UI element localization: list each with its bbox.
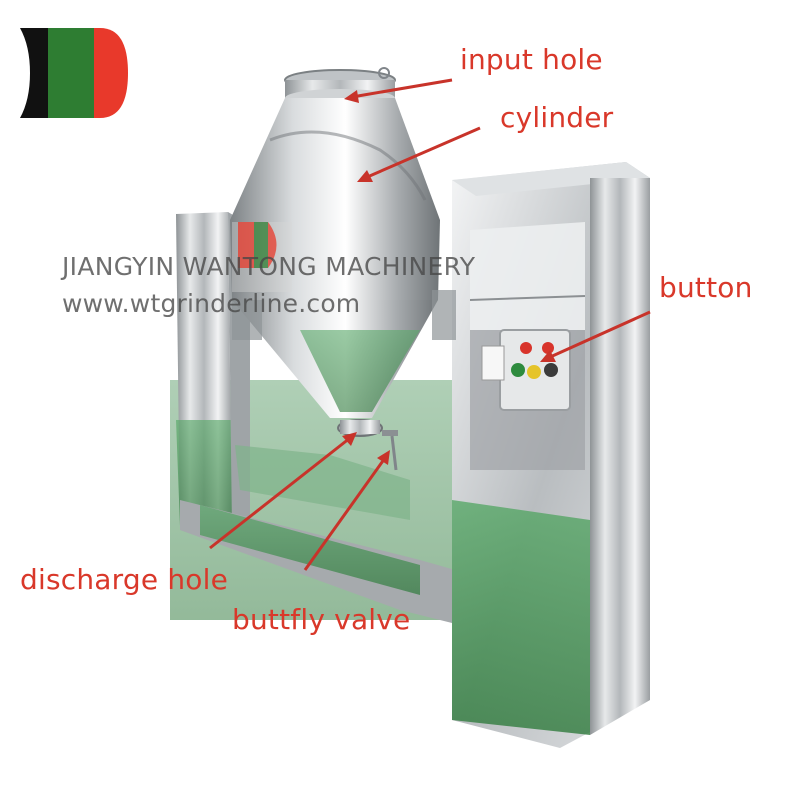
label-button: button [659, 271, 753, 304]
black-button-icon [544, 363, 558, 377]
watermark-website: www.wtgrinderline.com [62, 289, 361, 318]
arrow-discharge-hole [209, 436, 351, 550]
watermark-company: JIANGYIN WANTONG MACHINERY [62, 252, 476, 281]
control-panel [481, 329, 571, 411]
arrow-head-icon [342, 432, 357, 446]
label-input-hole: input hole [460, 43, 603, 76]
left-shaft-housing [232, 300, 262, 340]
arrow-head-icon [377, 450, 390, 465]
callout-arrows [209, 78, 651, 571]
yellow-button-icon [527, 365, 541, 379]
tricolor-d-logo-icon [20, 28, 128, 118]
arrow-head-icon [540, 350, 556, 362]
arrow-head-icon [357, 170, 373, 182]
red-button-icon [542, 342, 554, 354]
arrow-input-hole [351, 78, 453, 99]
arrow-button [547, 310, 651, 360]
arrow-head-icon [344, 90, 359, 103]
left-support-tower [176, 212, 250, 530]
brand-logo [20, 28, 128, 118]
right-shaft-housing [432, 290, 456, 340]
red-button-icon [520, 342, 532, 354]
label-discharge-hole: discharge hole [20, 563, 229, 596]
label-cylinder: cylinder [500, 101, 614, 134]
arrow-butterfly-valve [303, 457, 387, 571]
green-button-icon [511, 363, 525, 377]
label-butterfly-valve: buttfly valve [232, 603, 411, 636]
arrow-cylinder [364, 126, 481, 180]
mixing-vessel [230, 67, 440, 471]
right-support-tower [452, 162, 650, 748]
